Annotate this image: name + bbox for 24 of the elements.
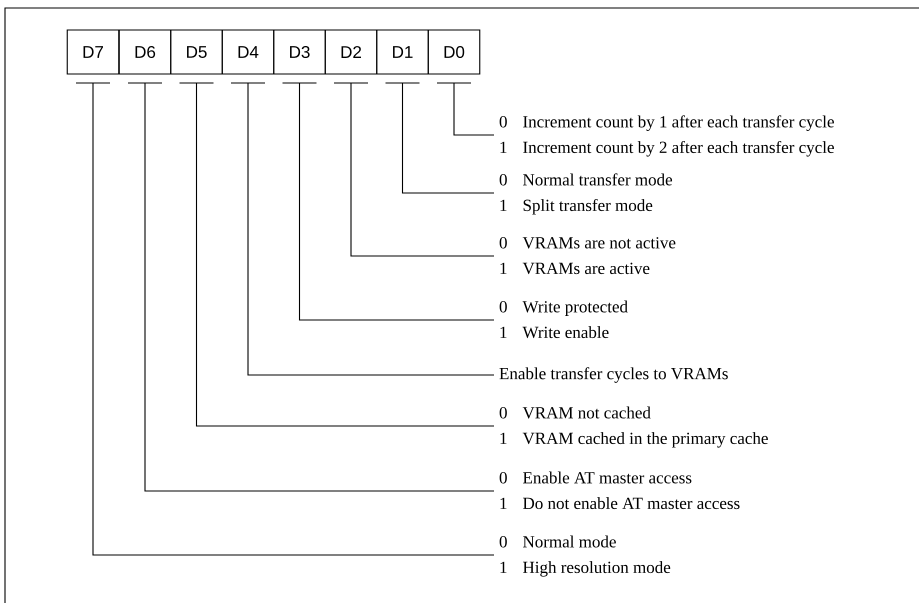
leader-line — [144, 83, 494, 492]
bit-description: Enable transfer cycles to VRAMs — [500, 367, 728, 383]
bit-description: 0 Write protected 1 Write enable — [500, 300, 628, 338]
bit-cell: D2 — [324, 29, 378, 75]
leader-line — [453, 83, 494, 136]
leader-line — [92, 83, 494, 556]
bit-cell: D7 — [66, 29, 120, 75]
bit-cell: D0 — [428, 29, 480, 75]
bit-description: 0 VRAM not cached 1 VRAM cached in the primary cache — [500, 406, 768, 448]
bit-cell: D4 — [222, 29, 274, 75]
bit-description: 0 Enable AT master access 1 Do not enable AT master access — [500, 472, 740, 510]
leader-line — [402, 83, 494, 194]
bit-cell: D1 — [376, 29, 429, 75]
bit-cell: D3 — [273, 29, 326, 75]
bit-cell: D5 — [170, 29, 223, 75]
bit-description: 0 Increment count by 1 after each transfer cycle 1 Increment count by 2 after each transfer cycle — [500, 115, 834, 157]
bit-description: 0 Normal transfer mode 1 Split transfer mode — [500, 173, 672, 215]
leader-line — [247, 83, 494, 376]
bit-description: 0 Normal mode 1 High resolution mode — [500, 536, 670, 577]
bit-cell: D6 — [118, 29, 172, 75]
leader-line — [298, 83, 494, 321]
leader-line — [196, 83, 494, 427]
leader-line — [350, 83, 494, 257]
bit-description: 0 VRAMs are not active 1 VRAMs are active — [500, 237, 676, 274]
